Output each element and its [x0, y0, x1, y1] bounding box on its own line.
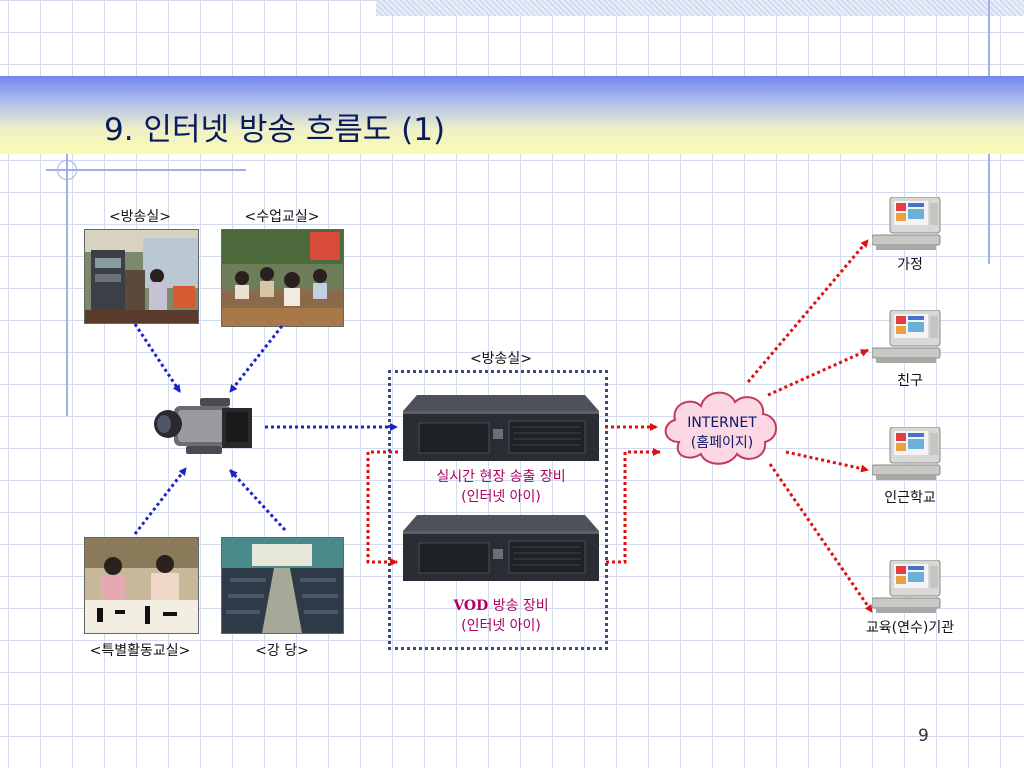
- internet-cloud-label-2: (홈페이지): [690, 435, 754, 451]
- activity-room-label: <특별활동교실>: [89, 643, 191, 659]
- auditorium-label: <강 당>: [255, 643, 309, 659]
- arrow-vod-return-link: [366, 450, 398, 566]
- internet-cloud-label-1: INTERNET: [687, 415, 757, 431]
- server-group-label: <방송실>: [469, 351, 533, 367]
- vod-server-caption-rest: 방송 장비: [488, 598, 549, 614]
- vod-server-icon: [399, 513, 600, 583]
- page-number: 9: [918, 726, 929, 746]
- internet-cloud-icon: [657, 380, 787, 470]
- live-server-icon: [399, 393, 600, 463]
- home-label: 가정: [897, 257, 923, 273]
- arrow-cloud-to-home: [746, 239, 870, 383]
- friend-computer-icon: [871, 309, 944, 364]
- nearby-school-computer-icon: [871, 426, 944, 481]
- home-computer-icon: [871, 196, 944, 251]
- camcorder-icon: [152, 396, 254, 458]
- broadcast-room-photo: [84, 229, 199, 324]
- broadcast-room-label: <방송실>: [108, 209, 172, 225]
- training-institute-computer-icon: [871, 559, 944, 614]
- arrow-activity-to-camcorder: [133, 467, 188, 535]
- friend-label: 친구: [897, 373, 923, 389]
- arrow-auditorium-to-camcorder: [228, 468, 287, 532]
- live-server-caption-2: (인터넷 아이): [461, 489, 541, 505]
- arrow-cloud-to-school: [785, 450, 869, 473]
- vod-server-caption-2: (인터넷 아이): [461, 618, 541, 634]
- arrow-broadcast-to-camcorder: [133, 323, 182, 393]
- arrow-vod-to-cloud: [606, 448, 661, 564]
- header-pattern-strip: [376, 0, 1024, 16]
- classroom-photo: [221, 229, 344, 327]
- training-institute-label: 교육(연수)기관: [865, 620, 955, 636]
- decor-circle: [57, 160, 77, 180]
- title-band: [0, 76, 1024, 154]
- nearby-school-label: 인근학교: [884, 490, 936, 506]
- vod-text: VOD: [453, 598, 489, 614]
- vod-server-caption-1: VOD 방송 장비: [398, 596, 604, 616]
- auditorium-photo: [221, 537, 344, 634]
- decor-rule-left: [66, 154, 68, 416]
- server-group-frame: [388, 370, 608, 650]
- arrow-cloud-to-friend: [767, 348, 869, 397]
- activity-room-photo: [84, 537, 199, 634]
- arrow-classroom-to-camcorder: [228, 325, 284, 393]
- decor-rule-horizontal: [46, 169, 246, 171]
- arrow-cloud-to-institute: [768, 463, 874, 613]
- slide-title: 9. 인터넷 방송 흐름도 (1): [104, 112, 446, 148]
- live-server-caption-1: 실시간 현장 송출 장비: [436, 469, 566, 485]
- classroom-label: <수업교실>: [244, 209, 320, 225]
